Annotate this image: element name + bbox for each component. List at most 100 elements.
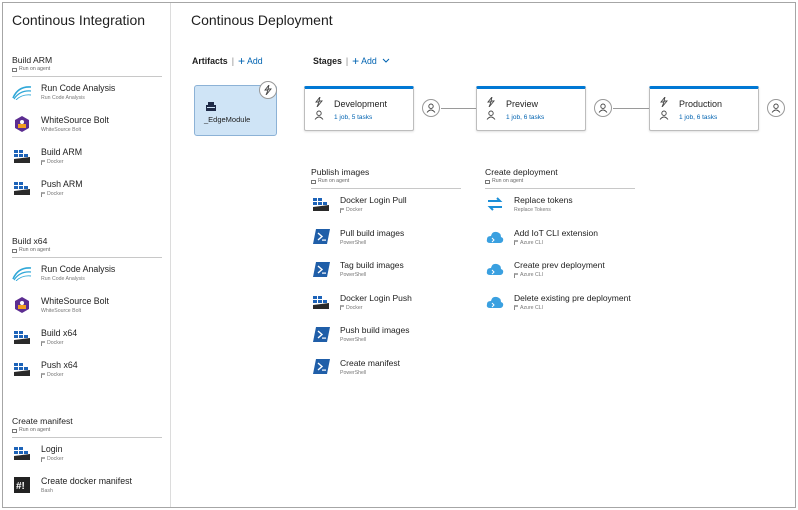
phase-subtitle: Run on agent xyxy=(12,66,162,73)
stage-jobs-link[interactable]: 1 job, 6 tasks xyxy=(679,114,718,121)
phase-title: Build ARM xyxy=(12,55,53,65)
agent-icon xyxy=(12,67,17,72)
separator: | xyxy=(231,56,234,66)
phase-subtitle-label: Run on agent xyxy=(318,178,350,184)
phase-title: Create deployment xyxy=(485,167,558,177)
stage-name: Preview xyxy=(506,99,539,109)
lightning-icon xyxy=(264,85,272,95)
stage-jobs-link[interactable]: 1 job, 6 tasks xyxy=(506,114,545,121)
replace-tokens-icon xyxy=(485,195,505,213)
whitesource-icon xyxy=(12,115,32,133)
post-deployment-approval-button[interactable] xyxy=(767,99,785,117)
approver-icon xyxy=(426,103,436,113)
add-artifact-label: Add xyxy=(247,56,263,66)
docker-icon xyxy=(311,293,331,311)
task-type: PowerShell xyxy=(340,272,366,278)
task-type-label: WhiteSource Bolt xyxy=(41,127,82,133)
approver-icon xyxy=(659,110,669,120)
plus-icon: + xyxy=(237,54,245,68)
task-type-label: WhiteSource Bolt xyxy=(41,308,82,314)
task-type-label: Run Code Analysis xyxy=(41,95,85,101)
task-name: Docker Login Push xyxy=(340,292,412,303)
task-name: Run Code Analysis xyxy=(41,83,116,93)
stage-condition-icons[interactable] xyxy=(484,97,498,120)
build-artifact-icon xyxy=(205,99,217,117)
flag-icon xyxy=(41,340,45,346)
phase-subtitle: Run on agent xyxy=(311,178,461,185)
task-type: Docker xyxy=(41,456,63,462)
task-name: Create manifest xyxy=(340,357,400,368)
stage-jobs-link[interactable]: 1 job, 5 tasks xyxy=(334,114,373,121)
flag-icon xyxy=(514,305,518,310)
task-type: Run Code Analysis xyxy=(41,95,85,101)
add-artifact-button[interactable]: + Add xyxy=(237,54,263,68)
artifact-trigger-button[interactable] xyxy=(259,81,277,99)
phase-title: Build x64 xyxy=(12,236,48,246)
approver-icon xyxy=(486,110,496,120)
stage-condition-icons[interactable] xyxy=(312,97,326,120)
stage-connector xyxy=(613,108,649,109)
approver-icon xyxy=(598,103,608,113)
task-name: Tag build images xyxy=(340,260,404,270)
phase-subtitle: Run on agent xyxy=(12,427,162,434)
stage-card[interactable]: Preview 1 job, 6 tasks xyxy=(476,86,586,131)
flag-icon xyxy=(41,456,45,462)
task-type: Docker xyxy=(41,372,63,378)
docker-icon xyxy=(12,444,32,462)
agent-icon xyxy=(485,179,490,184)
bash-icon: #! xyxy=(12,476,32,494)
powershell-icon xyxy=(311,228,331,246)
task-type: Docker xyxy=(41,340,63,346)
task-type-label: PowerShell xyxy=(340,239,367,246)
post-deployment-approval-button[interactable] xyxy=(422,99,440,117)
flag-icon xyxy=(340,305,344,310)
task-type-label: PowerShell xyxy=(340,272,367,278)
stage-condition-icons[interactable] xyxy=(657,97,671,120)
agent-icon xyxy=(311,179,316,184)
task-type-label: Run Code Analysis xyxy=(41,276,85,282)
plus-icon: + xyxy=(352,54,360,68)
agent-icon xyxy=(12,248,17,253)
flag-icon xyxy=(41,372,45,378)
flag-icon xyxy=(41,159,45,165)
post-deployment-approval-button[interactable] xyxy=(594,99,612,117)
task-name: Add IoT CLI extension xyxy=(514,227,598,238)
artifacts-header: Artifacts | + Add xyxy=(192,54,263,68)
flag-icon xyxy=(41,191,45,197)
flag-icon xyxy=(340,207,344,213)
task-type: WhiteSource Bolt xyxy=(41,127,81,133)
docker-icon xyxy=(311,195,331,213)
add-stage-button[interactable]: + Add xyxy=(352,54,390,68)
